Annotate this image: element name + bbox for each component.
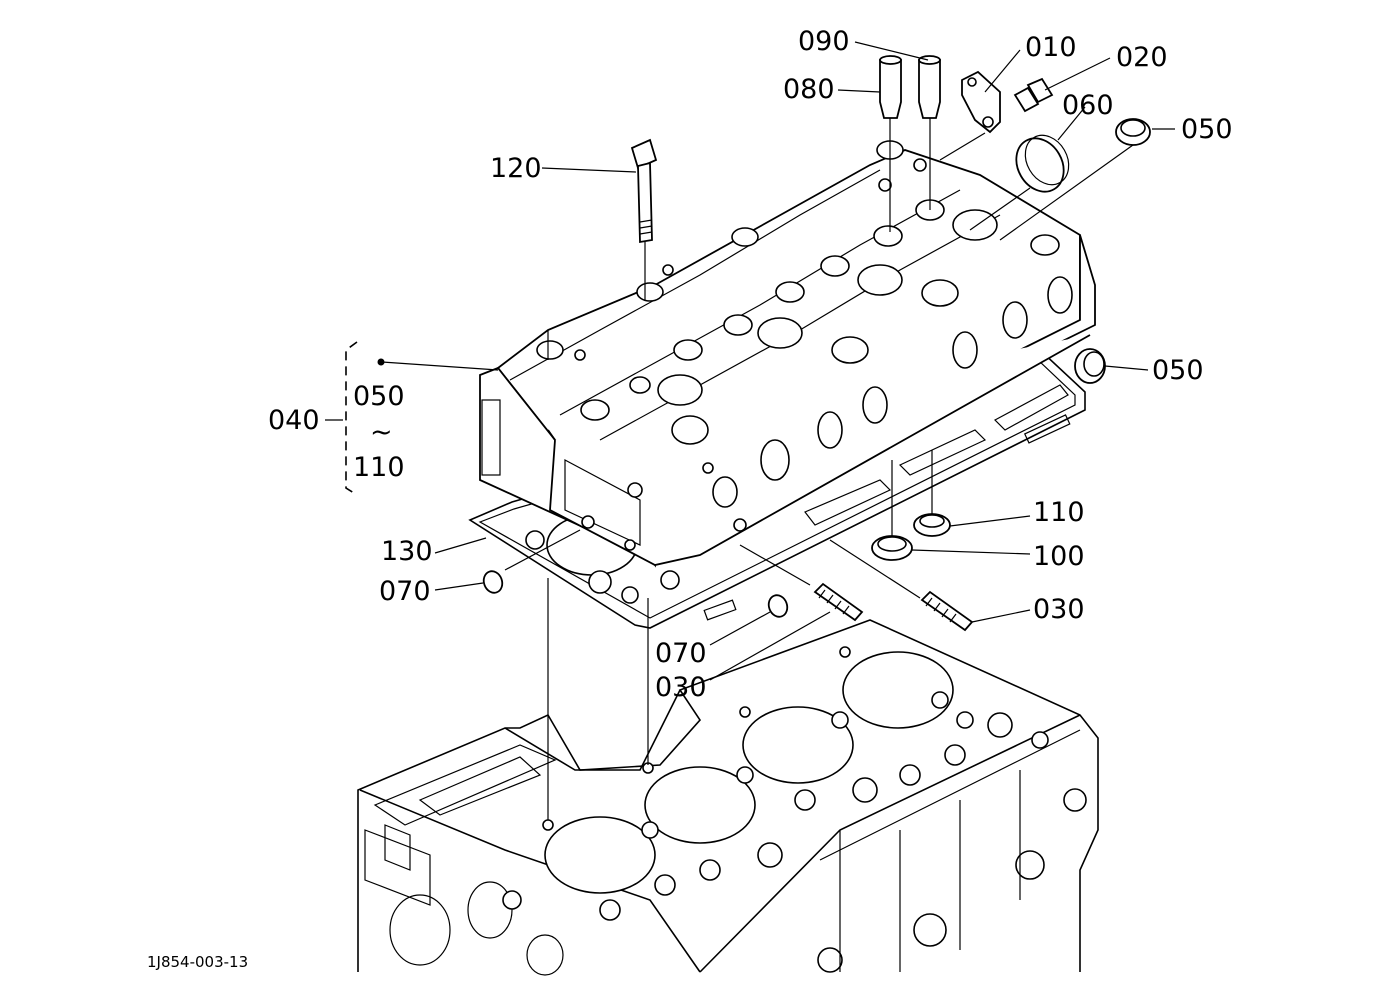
label-120: 120 (490, 153, 542, 184)
label-020: 020 (1116, 42, 1168, 73)
crankcase-block (357, 619, 1099, 976)
plug-020 (1013, 77, 1054, 113)
ring-110 (913, 513, 951, 537)
reference-dot (377, 358, 385, 366)
plate-010 (961, 70, 1001, 134)
seal-050-right (1074, 348, 1106, 384)
bolt-120 (630, 138, 658, 244)
label-110: 110 (1033, 497, 1085, 528)
label-050-range-start: 050 (353, 381, 405, 412)
range-separator: ~ (370, 417, 393, 448)
leader-line-010-part (939, 132, 986, 161)
head-holes (536, 140, 1073, 551)
label-070-center: 070 (655, 638, 707, 669)
dowel-070-left (482, 570, 504, 594)
valve-guide-080 (879, 55, 902, 119)
label-050-right: 050 (1152, 355, 1204, 386)
label-030-right: 030 (1033, 594, 1085, 625)
leader-line-060-part (969, 187, 1031, 231)
diagram-code: 1J854-003-13 (147, 953, 248, 971)
label-010: 010 (1025, 32, 1077, 63)
label-080: 080 (783, 74, 835, 105)
deck-holes (502, 646, 1087, 973)
label-040: 040 (268, 405, 320, 436)
dowel-070-center (767, 594, 789, 618)
label-070-left: 070 (379, 576, 431, 607)
label-090: 090 (798, 26, 850, 57)
cylinder-head (479, 140, 1096, 568)
label-100: 100 (1033, 541, 1085, 572)
label-060: 060 (1062, 90, 1114, 121)
valve-guide-090 (918, 55, 941, 119)
cap-060 (1015, 134, 1070, 193)
label-110-range-end: 110 (353, 452, 405, 483)
leader-line-050-part (999, 144, 1134, 241)
leader-lines (325, 41, 1175, 681)
label-050-top: 050 (1181, 114, 1233, 145)
seal-050-top (1115, 118, 1151, 146)
label-030-center: 030 (655, 672, 707, 703)
ring-100 (871, 535, 913, 561)
stud-030-center (813, 582, 864, 622)
range-bracket (345, 341, 358, 496)
label-130: 130 (381, 536, 433, 567)
exploded-lines (504, 330, 921, 820)
stud-030-right (920, 590, 974, 632)
